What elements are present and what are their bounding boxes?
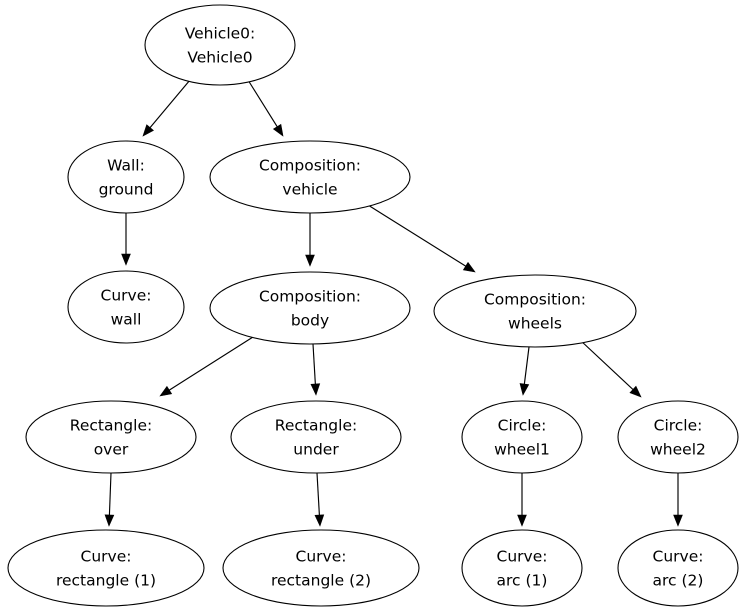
- graph-edge: [104, 472, 115, 527]
- arrowhead-icon: [673, 514, 683, 527]
- graph-edge: [121, 213, 131, 266]
- arrowhead-icon: [305, 254, 315, 267]
- arrowhead-icon: [121, 253, 131, 266]
- node-label-type: Curve:: [81, 548, 132, 566]
- graph-node-rectangle_over[interactable]: Rectangle: over: [25, 400, 197, 474]
- node-ellipse: [222, 529, 420, 607]
- arrowhead-icon: [462, 261, 476, 273]
- graph-edge: [367, 204, 476, 273]
- node-label-type: Vehicle0:: [185, 25, 256, 43]
- graph-node-circle_wheel2[interactable]: Circle: wheel2: [617, 400, 739, 474]
- arrowhead-icon: [629, 385, 642, 398]
- node-label-name: arc (2): [653, 572, 704, 590]
- node-label-type: Composition:: [259, 157, 361, 175]
- graph-node-curve_arc_1[interactable]: Curve: arc (1): [461, 529, 583, 607]
- graph-edge: [310, 343, 321, 396]
- node-label-type: Curve:: [653, 548, 704, 566]
- node-label-type: Rectangle:: [70, 417, 152, 435]
- graph-node-circle_wheel1[interactable]: Circle: wheel1: [461, 400, 583, 474]
- node-label-type: Composition:: [484, 291, 586, 309]
- arrowhead-icon: [142, 124, 154, 137]
- node-label-type: Curve:: [101, 287, 152, 305]
- node-label-type: Curve:: [296, 548, 347, 566]
- node-label-type: Circle:: [654, 417, 703, 435]
- node-label-name: rectangle (2): [271, 572, 371, 590]
- node-label-type: Curve:: [497, 548, 548, 566]
- edge-line: [168, 336, 254, 391]
- graph-edge: [673, 473, 683, 527]
- node-label-name: arc (1): [497, 572, 548, 590]
- graph-edge: [579, 339, 642, 398]
- node-label-name: wheel2: [650, 441, 706, 459]
- node-ellipse: [433, 274, 637, 348]
- graph-node-rectangle_under[interactable]: Rectangle: under: [230, 400, 402, 474]
- edge-line: [149, 79, 191, 128]
- node-label-name: over: [94, 441, 129, 459]
- node-ellipse: [67, 140, 185, 214]
- node-ellipse: [461, 400, 583, 474]
- nodes-layer: Vehicle0:Vehicle0Wall:groundComposition:…: [7, 4, 739, 607]
- edges-layer: [104, 79, 683, 527]
- node-ellipse: [67, 270, 185, 344]
- graph-edge: [142, 79, 191, 137]
- node-ellipse: [7, 529, 205, 607]
- graph-node-composition_vehicle[interactable]: Composition: vehicle: [209, 140, 411, 214]
- graph-edge: [314, 472, 325, 527]
- node-label-type: Circle:: [498, 417, 547, 435]
- graph-node-composition_body[interactable]: Composition: body: [209, 271, 411, 345]
- node-ellipse: [25, 400, 197, 474]
- graph-node-vehicle0[interactable]: Vehicle0: Vehicle0: [144, 4, 296, 86]
- graph-node-curve_wall[interactable]: Curve: wall: [67, 270, 185, 344]
- arrowhead-icon: [517, 514, 527, 527]
- graph-node-wall_ground[interactable]: Wall: ground: [67, 140, 185, 214]
- arrowhead-icon: [314, 514, 325, 527]
- edge-line: [579, 339, 634, 390]
- node-label-name: ground: [99, 181, 154, 199]
- arrowhead-icon: [159, 385, 173, 397]
- graph-node-composition_wheels[interactable]: Composition: wheels: [433, 274, 637, 348]
- node-ellipse: [230, 400, 402, 474]
- edge-line: [367, 204, 466, 267]
- node-label-name: under: [293, 441, 339, 459]
- graph-edge: [517, 473, 527, 527]
- graph-node-curve_rectangle_1[interactable]: Curve: rectangle (1): [7, 529, 205, 607]
- node-ellipse: [617, 529, 739, 607]
- graph-edge: [305, 213, 315, 267]
- node-label-type: Wall:: [107, 157, 145, 175]
- node-label-name: wheels: [508, 315, 562, 333]
- edge-line: [312, 343, 316, 385]
- edge-line: [316, 472, 320, 516]
- node-ellipse: [209, 271, 411, 345]
- graph-edge: [247, 79, 284, 137]
- node-label-name: wheel1: [494, 441, 550, 459]
- node-label-name: body: [291, 312, 329, 330]
- node-label-name: wall: [111, 311, 142, 329]
- graph-edge: [159, 336, 254, 397]
- node-label-name: rectangle (1): [56, 572, 156, 590]
- graph-node-curve_arc_2[interactable]: Curve: arc (2): [617, 529, 739, 607]
- arrowhead-icon: [104, 514, 115, 527]
- edge-line: [523, 346, 530, 385]
- graph-edge: [519, 346, 530, 396]
- node-label-name: Vehicle0: [187, 49, 252, 67]
- edge-line: [247, 79, 278, 127]
- node-label-type: Composition:: [259, 288, 361, 306]
- arrowhead-icon: [272, 123, 284, 137]
- graph-node-curve_rectangle_2[interactable]: Curve: rectangle (2): [222, 529, 420, 607]
- edge-line: [108, 472, 112, 516]
- node-ellipse: [617, 400, 739, 474]
- node-label-type: Rectangle:: [275, 417, 357, 435]
- arrowhead-icon: [310, 383, 321, 396]
- node-ellipse: [144, 4, 296, 86]
- node-ellipse: [461, 529, 583, 607]
- node-ellipse: [209, 140, 411, 214]
- node-label-name: vehicle: [282, 181, 337, 199]
- arrowhead-icon: [519, 383, 530, 396]
